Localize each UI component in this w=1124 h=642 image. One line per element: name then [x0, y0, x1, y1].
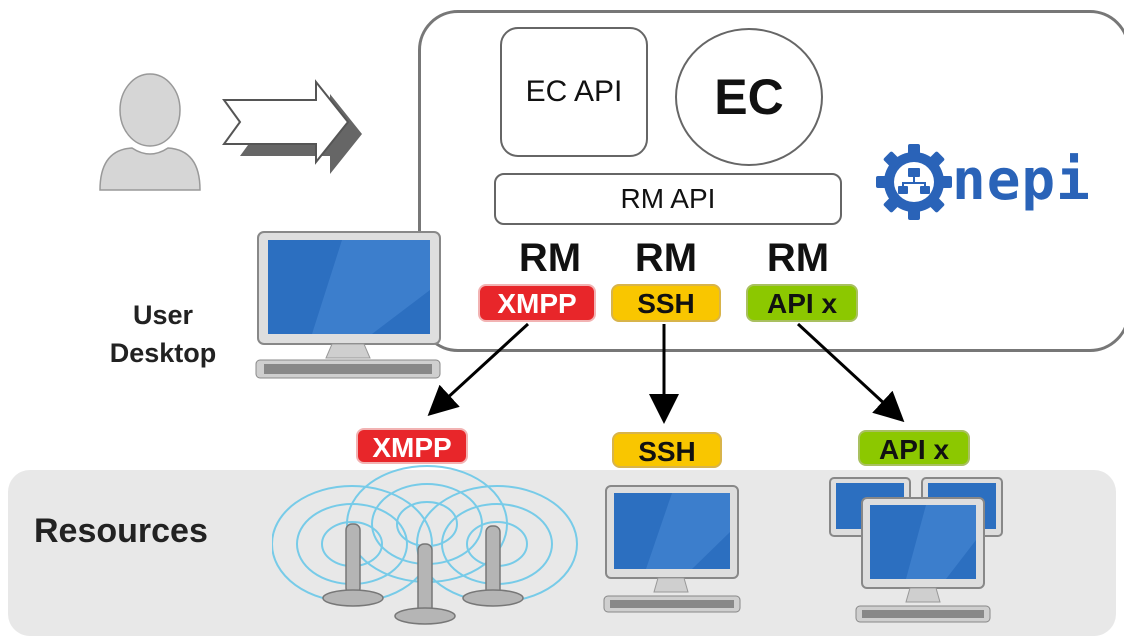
computer-cluster-icon — [829, 477, 1003, 623]
user-desktop-label: User Desktop — [78, 296, 248, 372]
resource-badge-ssh: SSH — [612, 432, 722, 468]
resource-badge-apix: API x — [858, 430, 970, 466]
ec-node: EC — [675, 28, 823, 166]
user-icon — [99, 73, 201, 191]
user-desktop-label-line2: Desktop — [109, 338, 217, 368]
ec-api-box: EC API — [500, 27, 648, 157]
arrow-apix — [796, 322, 905, 423]
user-to-ec-arrow-icon — [222, 79, 362, 174]
rm-badge-xmpp: XMPP — [478, 284, 596, 322]
rm-api-box: RM API — [494, 173, 842, 225]
user-desktop-label-line1: User — [132, 300, 194, 330]
wireless-antenna-icon — [272, 465, 578, 625]
nepi-logo-text: nepi — [952, 148, 1091, 213]
rm-label-xmpp: RM — [518, 236, 582, 280]
rm-label-ssh: RM — [634, 236, 698, 280]
arrow-xmpp — [427, 322, 530, 417]
rm-label-apix: RM — [766, 236, 830, 280]
user-desktop-computer-icon — [255, 231, 441, 379]
desktop-computer-icon — [603, 485, 741, 613]
resource-badge-xmpp: XMPP — [356, 428, 468, 464]
rm-badge-apix: API x — [746, 284, 858, 322]
rm-badge-ssh: SSH — [611, 284, 721, 322]
nepi-gear-icon — [876, 144, 952, 220]
resources-label: Resources — [34, 512, 208, 550]
